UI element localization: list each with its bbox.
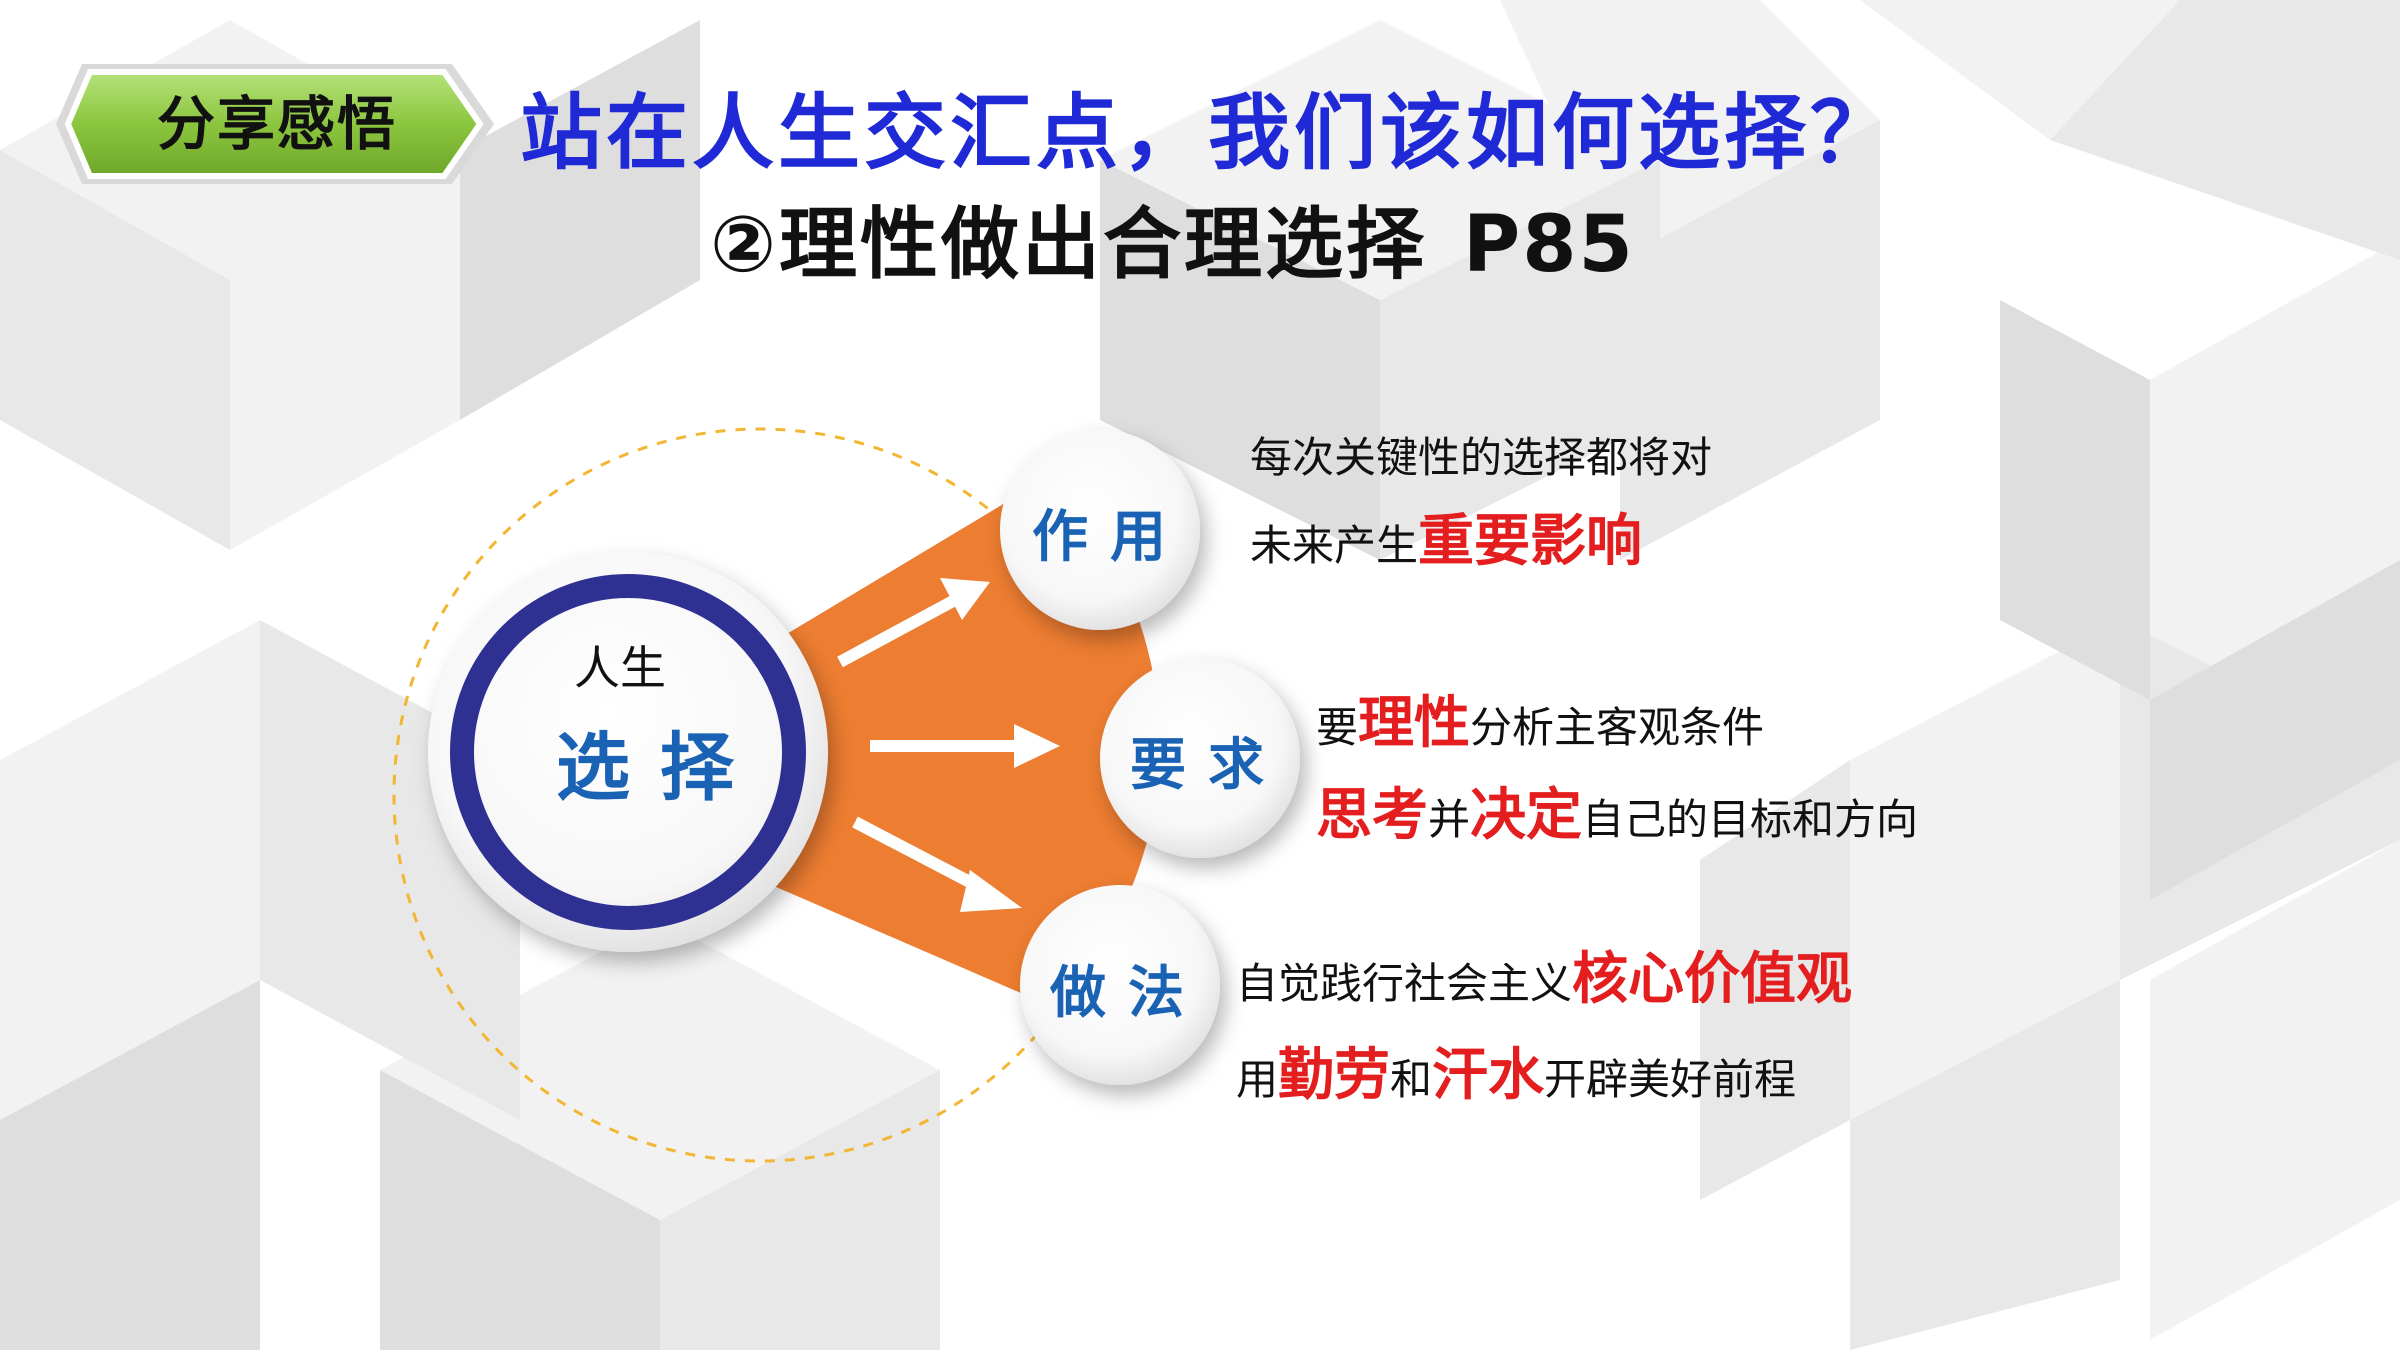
prac-line2-b: 和 xyxy=(1390,1055,1433,1104)
center-ring xyxy=(450,574,806,930)
prac-line2-a: 用 xyxy=(1236,1055,1279,1104)
effect-desc-line2: 未来产生重要影响 xyxy=(1250,512,1642,576)
effect-desc-plain: 未来产生 xyxy=(1250,521,1419,570)
req-line1-b: 分析主客观条件 xyxy=(1470,703,1765,752)
req-line1-a: 要 xyxy=(1316,703,1359,752)
req-line1-highlight: 理性 xyxy=(1358,691,1471,756)
req-line2-a: 并 xyxy=(1428,795,1471,844)
effect-node xyxy=(1000,430,1200,630)
effect-desc-highlight: 重要影响 xyxy=(1418,509,1643,574)
prac-line2-c: 开辟美好前程 xyxy=(1544,1055,1797,1104)
page-subtitle: ②理性做出合理选择 P85 xyxy=(710,182,2010,292)
requirement-node xyxy=(1100,658,1300,858)
req-line2-b: 自己的目标和方向 xyxy=(1582,795,1919,844)
req-line2-highlight1: 思考 xyxy=(1316,783,1428,848)
badge-arrow-shape xyxy=(56,64,494,184)
subtitle-main: ②理性做出合理选择 xyxy=(710,200,1428,290)
node-label-requirement: 要求 xyxy=(1130,733,1286,798)
node-label-effect: 作用 xyxy=(1032,505,1188,570)
arrow-to-practice xyxy=(852,816,1022,912)
section-badge: 分享感悟 xyxy=(52,60,498,188)
practice-node xyxy=(1020,885,1220,1085)
page-title: 站在人生交汇点，我们该如何选择？ xyxy=(520,86,1897,181)
center-node xyxy=(428,552,828,952)
req-line2-highlight2: 决定 xyxy=(1470,783,1583,848)
prac-line1-highlight: 核心价值观 xyxy=(1572,947,1853,1012)
arrow-to-effect xyxy=(837,578,990,668)
arrow-to-requirement xyxy=(870,724,1060,768)
node-label-practice: 做法 xyxy=(1050,961,1206,1026)
requirement-desc-line1: 要理性分析主客观条件 xyxy=(1316,694,1764,758)
center-label-small: 人生 xyxy=(574,641,666,695)
practice-desc-line2: 用勤劳和汗水开辟美好前程 xyxy=(1236,1046,1796,1110)
practice-desc-line1: 自觉践行社会主义核心价值观 xyxy=(1236,950,1852,1014)
page-reference: P85 xyxy=(1463,200,1635,290)
badge-label: 分享感悟 xyxy=(156,90,397,158)
prac-line2-highlight1: 勤劳 xyxy=(1278,1043,1391,1108)
requirement-desc-line2: 思考并决定自己的目标和方向 xyxy=(1316,786,1918,850)
center-label-big: 选择 xyxy=(556,725,764,811)
prac-line1-plain: 自觉践行社会主义 xyxy=(1236,959,1573,1008)
prac-line2-highlight2: 汗水 xyxy=(1432,1043,1545,1108)
effect-desc-line1: 每次关键性的选择都将对 xyxy=(1250,433,1713,482)
